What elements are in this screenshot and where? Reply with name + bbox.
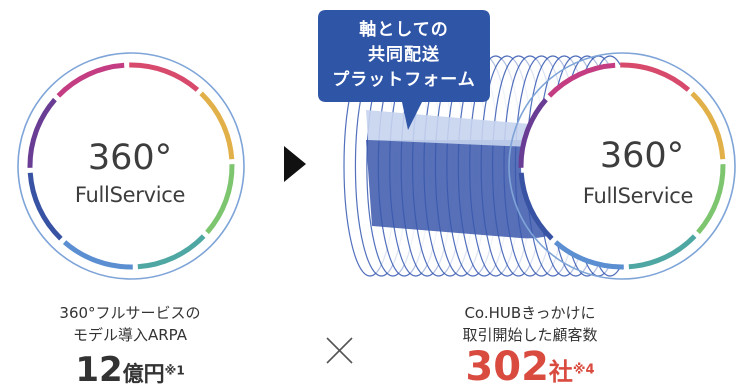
right-ring-subtitle: FullService bbox=[582, 184, 694, 208]
ring-segment bbox=[518, 97, 548, 168]
ring-segment bbox=[696, 164, 726, 235]
bubble-text: 軸としての 共同配送 プラットフォーム bbox=[318, 18, 490, 93]
ring-segment bbox=[553, 240, 624, 270]
left-metric-value: 12億円※1 bbox=[60, 350, 200, 390]
ring-segment bbox=[62, 240, 133, 270]
ring-segment bbox=[620, 62, 691, 92]
ring-segment bbox=[27, 172, 63, 241]
right-metric-number: 302 bbox=[465, 344, 549, 390]
right-ring-title: 360° bbox=[599, 136, 685, 176]
ring-segment bbox=[547, 62, 616, 98]
left-metric-caption: 360°フルサービスの モデル導入ARPA bbox=[40, 302, 220, 346]
bubble-line-1: 軸としての bbox=[359, 20, 449, 40]
left-caption-line-2: モデル導入ARPA bbox=[72, 326, 188, 344]
left-ring-title: 360° bbox=[87, 138, 173, 178]
multiply-icon bbox=[326, 337, 353, 364]
left-metric-unit: 億円 bbox=[122, 362, 165, 386]
right-360-ring bbox=[508, 52, 736, 280]
ring-segment bbox=[129, 62, 200, 92]
ring-segment bbox=[205, 164, 235, 235]
ring-segment bbox=[27, 97, 57, 168]
platform-speech-bubble bbox=[318, 10, 490, 130]
right-metric-value: 302社※4 bbox=[440, 344, 620, 390]
ring-segment bbox=[518, 172, 554, 241]
ring-segment bbox=[56, 62, 125, 98]
bubble-line-3: プラットフォーム bbox=[332, 70, 476, 90]
left-360-ring bbox=[17, 52, 245, 280]
left-ring-subtitle: FullService bbox=[74, 183, 186, 207]
ring-segment bbox=[690, 91, 726, 160]
bubble-line-2: 共同配送 bbox=[368, 45, 440, 65]
right-arrow-icon bbox=[284, 146, 306, 182]
left-metric-note: ※1 bbox=[164, 363, 185, 378]
right-caption-line-1: Co.HUBきっかけに bbox=[464, 304, 596, 322]
left-metric-number: 12 bbox=[75, 350, 123, 390]
right-metric-unit: 社 bbox=[548, 358, 573, 386]
ring-segment bbox=[137, 234, 206, 270]
left-caption-line-1: 360°フルサービスの bbox=[59, 304, 201, 322]
right-caption-line-2: 取引開始した顧客数 bbox=[462, 326, 598, 344]
right-metric-caption: Co.HUBきっかけに 取引開始した顧客数 bbox=[440, 302, 620, 346]
ring-segment bbox=[628, 234, 697, 270]
ring-segment bbox=[199, 91, 235, 160]
right-metric-note: ※4 bbox=[572, 362, 595, 378]
